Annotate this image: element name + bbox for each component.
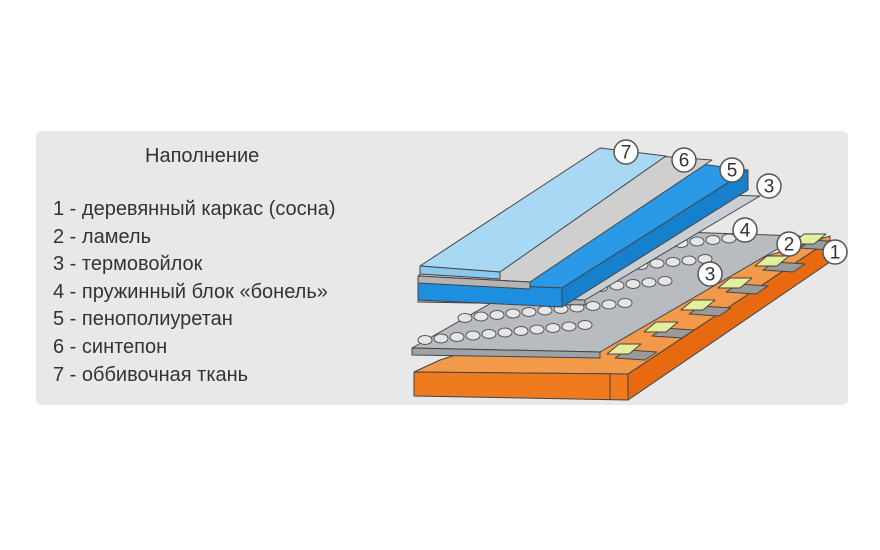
- spring-coil: [585, 301, 601, 311]
- legend-item-frame: 1 - деревянный каркас (сосна): [53, 198, 336, 220]
- felt-pad: [717, 277, 753, 289]
- layer-legend: 1 - деревянный каркас (сосна) 2 - ламель…: [53, 196, 336, 389]
- spring-coil: [465, 330, 481, 341]
- spring-coil: [681, 255, 697, 266]
- legend-item-fabric: 7 - оббивочная ткань: [53, 363, 249, 386]
- spring-coil: [481, 329, 497, 339]
- felt-pad: [643, 321, 679, 333]
- spring-coil: [521, 307, 537, 317]
- legend-item-spring-block: 4 - пружинный блок «бонель»: [53, 280, 328, 303]
- svg-text:6: 6: [679, 151, 690, 172]
- spring-coil: [417, 335, 433, 345]
- spring-coil: [689, 236, 705, 247]
- spring-coil: [497, 327, 513, 338]
- spring-coil: [561, 321, 577, 332]
- spring-coil: [513, 326, 529, 336]
- felt-pad: [680, 299, 716, 311]
- callout-6: 6: [671, 147, 697, 173]
- callout-3: 3: [697, 261, 723, 287]
- legend-item-slat: 2 - ламель: [53, 225, 151, 248]
- spring-coil: [505, 308, 521, 319]
- layer-fabric: [419, 147, 667, 280]
- felt-pad: [606, 343, 642, 355]
- spring-coil: [705, 235, 721, 245]
- spring-coil: [529, 324, 545, 335]
- spring-coil: [641, 277, 657, 288]
- spring-coil: [617, 298, 633, 308]
- callout-2: 2: [776, 231, 802, 257]
- svg-text:3: 3: [705, 265, 716, 286]
- legend-item-foam: 5 - пенополиуретан: [53, 308, 233, 331]
- spring-coil: [601, 299, 617, 310]
- legend-item-felt: 3 - термовойлок: [53, 253, 203, 276]
- legend-item-batting: 6 - синтепон: [53, 335, 168, 358]
- svg-text:5: 5: [727, 161, 738, 182]
- diagram-title: Наполнение: [145, 145, 260, 167]
- spring-coil: [625, 279, 641, 289]
- callout-3: 3: [756, 173, 782, 199]
- svg-text:4: 4: [740, 221, 751, 242]
- callout-4: 4: [732, 217, 758, 243]
- svg-text:7: 7: [621, 143, 632, 164]
- spring-coil: [657, 276, 673, 286]
- svg-text:1: 1: [830, 243, 841, 264]
- spring-coil: [449, 332, 465, 342]
- svg-text:2: 2: [784, 235, 795, 256]
- callout-5: 5: [719, 157, 745, 183]
- callout-1: 1: [822, 239, 848, 265]
- spring-coil: [537, 305, 553, 316]
- spring-coil: [433, 333, 449, 344]
- spring-coil: [545, 323, 561, 333]
- layer-slats: [606, 233, 843, 361]
- spring-coil: [473, 311, 489, 322]
- callout-7: 7: [613, 139, 639, 165]
- spring-coil: [457, 313, 473, 323]
- svg-text:3: 3: [764, 177, 775, 198]
- spring-coil: [489, 310, 505, 320]
- spring-coil: [649, 258, 665, 269]
- spring-coil: [665, 257, 681, 267]
- spring-coil: [577, 320, 593, 330]
